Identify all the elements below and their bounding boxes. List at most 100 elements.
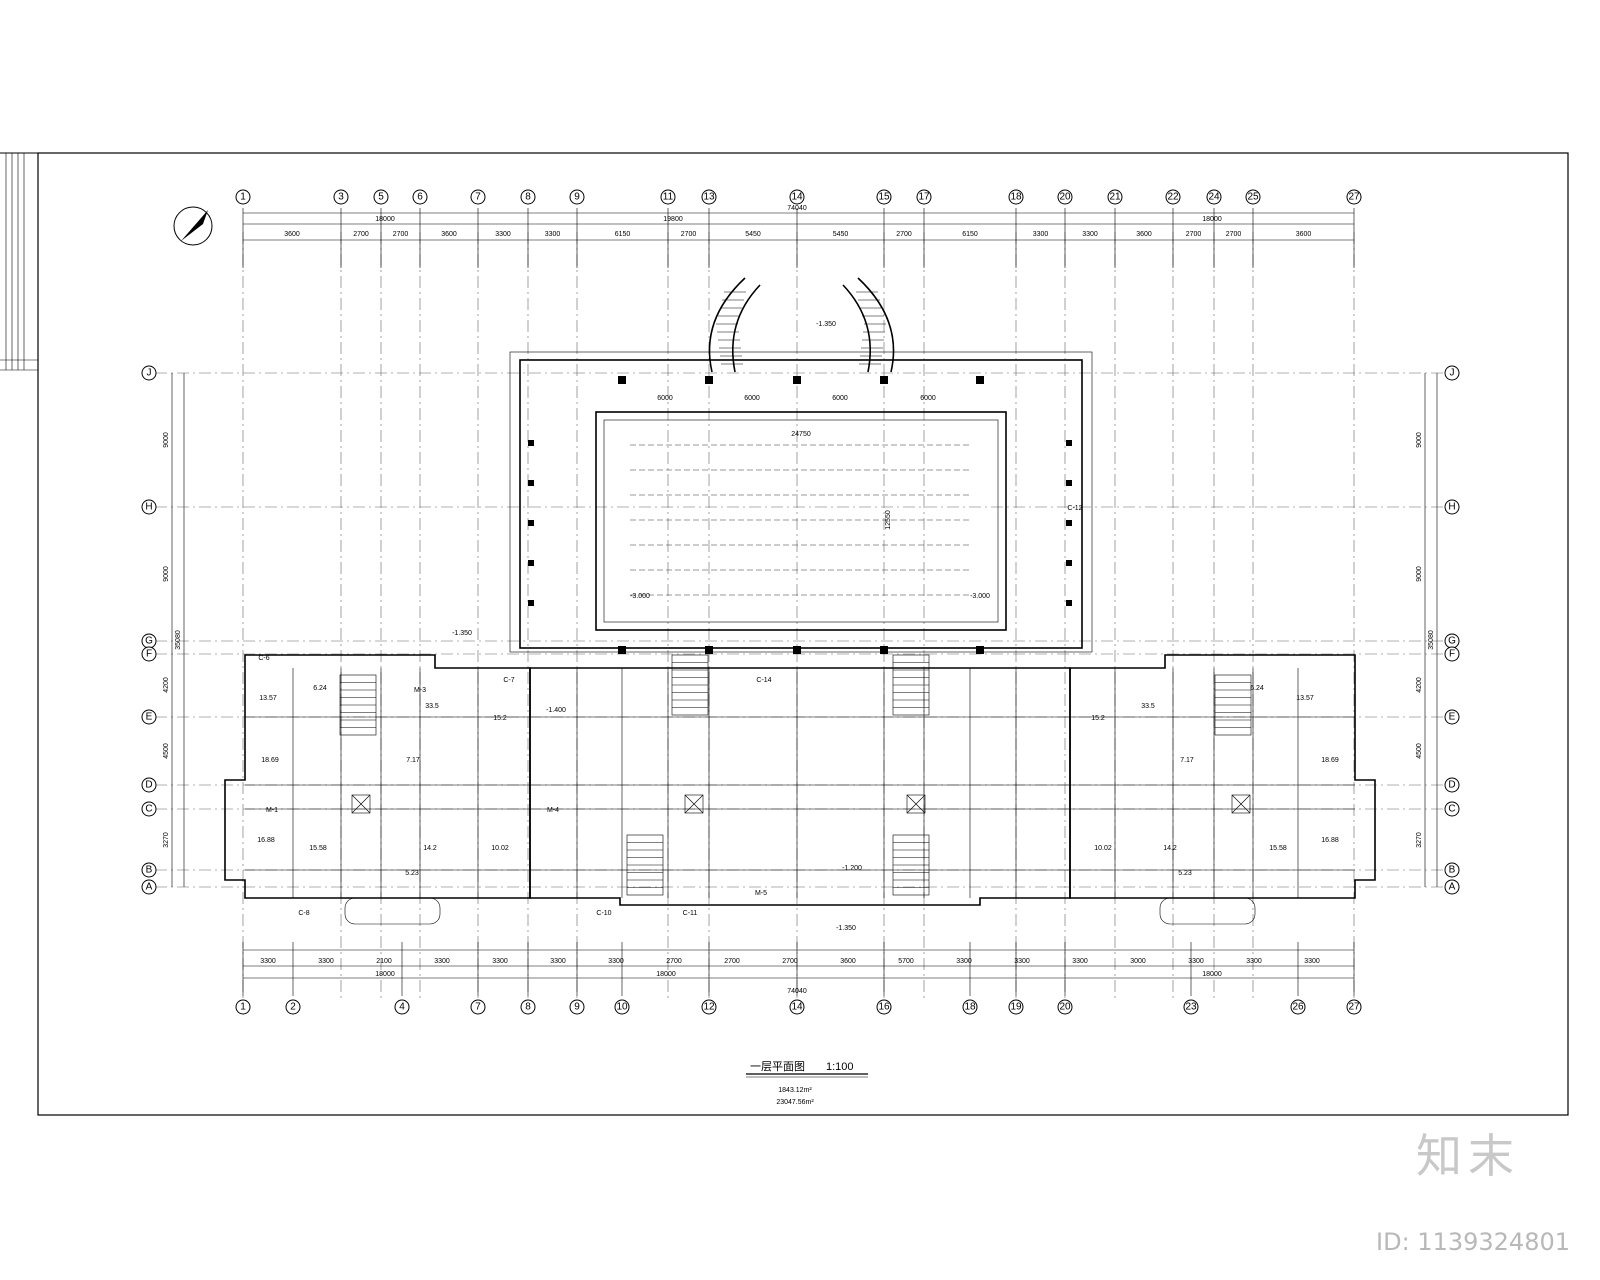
bottom-axis-label: 2	[290, 1002, 296, 1013]
row-axis-left-circle	[141, 646, 157, 662]
row-axis-right-label: B	[1449, 865, 1456, 876]
top-axis-label: 18	[1010, 192, 1022, 203]
column	[618, 376, 626, 384]
side-dimension: 9000	[1416, 566, 1423, 582]
room-area-label: 15.2	[1091, 715, 1105, 722]
side-dimension: 3270	[163, 832, 170, 848]
row-axis-right-circle	[1444, 801, 1460, 817]
elevation-marker-pool-left: -1.400	[546, 707, 566, 714]
span-dimension: 2700	[724, 958, 740, 965]
pool-basin-inner	[603, 419, 999, 623]
window-door-tag: C-12	[1067, 505, 1082, 512]
bottom-axis-circle	[1346, 999, 1362, 1015]
left-block-dimension: 18000	[375, 971, 395, 978]
elevator-shaft	[684, 794, 704, 814]
span-dimension: 3000	[1130, 958, 1146, 965]
row-axis-left-label: D	[145, 780, 152, 791]
north-arrow-icon	[173, 206, 213, 246]
side-dimension: 9000	[163, 432, 170, 448]
row-axis-left-label: H	[145, 502, 152, 513]
pool-basin	[595, 411, 1007, 631]
elevator-cross	[684, 794, 704, 814]
room-area-label: 16.88	[1321, 837, 1339, 844]
column	[1066, 480, 1072, 486]
pool-lanes	[630, 444, 970, 596]
curved-entrance-stairs	[708, 277, 895, 373]
row-axis-right-label: H	[1448, 502, 1455, 513]
top-axis-label: 17	[918, 192, 930, 203]
room-area-label: 18.69	[261, 757, 279, 764]
side-dimension-chains: 9000900042004500327035080900090004200450…	[163, 373, 1438, 887]
top-axis-circle	[876, 189, 892, 205]
pool-hall-terrace	[509, 351, 1093, 653]
room-area-label: 15.58	[309, 845, 327, 852]
span-dimension: 2700	[681, 231, 697, 238]
top-axis-circle	[412, 189, 428, 205]
window-door-tag: C-7	[503, 677, 514, 684]
side-dimension: 9000	[163, 566, 170, 582]
bottom-axis-label: 10	[616, 1002, 628, 1013]
span-dimension: 3600	[441, 231, 457, 238]
top-axis-label: 21	[1109, 192, 1121, 203]
column	[880, 646, 888, 654]
elevation-marker-top: -1.350	[816, 321, 836, 328]
span-dimension: 3600	[1296, 231, 1312, 238]
bottom-axis-label: 1	[240, 1002, 246, 1013]
side-total-dimension: 35080	[1428, 630, 1435, 650]
bottom-axis-label: 20	[1059, 1002, 1071, 1013]
window-door-tag: M-5	[755, 890, 767, 897]
column	[1066, 600, 1072, 606]
side-dimension: 4200	[1416, 677, 1423, 693]
top-axis-circle	[1245, 189, 1261, 205]
bottom-axis-circle	[876, 999, 892, 1015]
bottom-axis-circle	[1057, 999, 1073, 1015]
span-dimension: 3600	[840, 958, 856, 965]
span-dimension: 2700	[353, 231, 369, 238]
row-axis-left-label: B	[146, 865, 153, 876]
room-area-label: 7.17	[1180, 757, 1194, 764]
top-axis-label: 6	[417, 192, 423, 203]
bottom-axis-circle	[285, 999, 301, 1015]
span-dimension: 3300	[1014, 958, 1030, 965]
window-door-tag: C-11	[683, 910, 698, 917]
top-axis-label: 24	[1208, 192, 1220, 203]
span-dimension: 3300	[550, 958, 566, 965]
row-axis-left-circle	[141, 499, 157, 515]
column	[880, 376, 888, 384]
top-axis-circle	[235, 189, 251, 205]
bottom-axis-circle	[394, 999, 410, 1015]
right-block-dimension: 18000	[1202, 971, 1222, 978]
column	[528, 440, 534, 446]
pool-depth-right: -3.000	[970, 593, 990, 600]
side-dimension: 9000	[1416, 432, 1423, 448]
window-door-tag: M-4	[547, 807, 559, 814]
bottom-axis-circle	[1183, 999, 1199, 1015]
top-axis-circle	[333, 189, 349, 205]
top-axis-label: 25	[1247, 192, 1259, 203]
span-dimension: 5450	[745, 231, 761, 238]
interior-walls	[245, 668, 1355, 898]
top-axis-circle	[1346, 189, 1362, 205]
bottom-axis-label: 14	[791, 1002, 803, 1013]
row-axis-right-circle	[1444, 365, 1460, 381]
row-axis-right-label: E	[1449, 712, 1456, 723]
window-door-tag: C-14	[756, 677, 771, 684]
span-dimension: 3300	[1246, 958, 1262, 965]
drawing-title-block: 一层平面图 1:100 1843.12m² 23047.56m²	[746, 1060, 868, 1106]
top-axis-label: 8	[525, 192, 531, 203]
row-axis-left-label: F	[146, 649, 152, 660]
elevator-shaft	[351, 794, 371, 814]
row-axis-left-circle	[141, 801, 157, 817]
span-dimension: 3300	[1033, 231, 1049, 238]
left-bay-window	[344, 897, 441, 925]
top-axis-circle	[660, 189, 676, 205]
room-area-label: 13.57	[259, 695, 277, 702]
row-axis-right-label: D	[1448, 780, 1455, 791]
row-axis-left-circle	[141, 709, 157, 725]
row-axis-right-circle	[1444, 499, 1460, 515]
window-door-tag: C-8	[298, 910, 309, 917]
